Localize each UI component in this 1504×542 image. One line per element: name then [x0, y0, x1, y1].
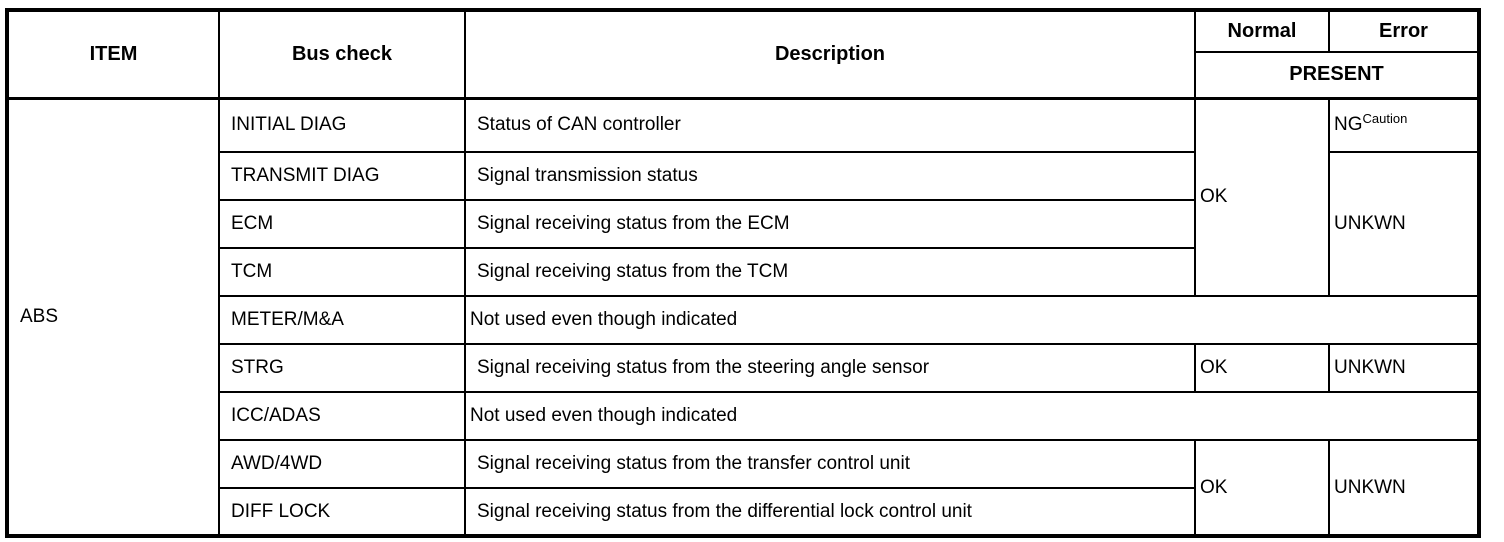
description-cell: Status of CAN controller	[464, 97, 1196, 153]
header-bus-check: Bus check	[218, 9, 466, 100]
table-row-transmit-diag: TRANSMIT DIAG Signal transmission status…	[7, 151, 1480, 297]
header-description: Description	[464, 9, 1196, 100]
header-row-present: PRESENT	[7, 51, 1480, 100]
bus-check-cell: AWD/4WD	[218, 439, 466, 489]
bus-check-cell: METER/M&A	[218, 295, 466, 345]
error-status-cell: NGCaution	[1328, 97, 1480, 153]
bus-check-cell: INITIAL DIAG	[218, 97, 466, 153]
table-row-awd-4wd: AWD/4WD Signal receiving status from the…	[7, 439, 1480, 537]
normal-status-cell: OK	[1194, 97, 1330, 297]
can-bus-check-table: ITEM Bus check Description Normal Error …	[5, 8, 1481, 538]
ng-status-text: NG	[1334, 114, 1363, 136]
caution-superscript: Caution	[1362, 111, 1408, 127]
error-status-cell: UNKWN	[1328, 151, 1480, 297]
table-row-ecm: ECM Signal receiving status from the ECM	[7, 199, 1479, 249]
table-row-diff-lock: DIFF LOCK Signal receiving status from t…	[7, 487, 1479, 537]
bus-check-cell: STRG	[218, 343, 466, 393]
bus-check-cell: TRANSMIT DIAG	[218, 151, 466, 201]
item-abs-cell: ABS	[6, 97, 220, 537]
error-status-cell: UNKWN	[1328, 343, 1480, 393]
bus-check-cell: ECM	[218, 199, 466, 249]
description-cell: Signal receiving status from the transfe…	[464, 439, 1196, 489]
description-cell: Signal receiving status from the TCM	[464, 247, 1196, 297]
header-normal: Normal	[1194, 9, 1330, 53]
header-present: PRESENT	[1194, 51, 1480, 100]
description-cell: Signal transmission status	[464, 151, 1196, 201]
bus-check-cell: ICC/ADAS	[218, 391, 466, 441]
header-row-top: ITEM Bus check Description Normal Error	[6, 9, 1480, 100]
error-status-cell: UNKWN	[1328, 439, 1480, 537]
bus-check-cell: TCM	[218, 247, 466, 297]
normal-status-cell: OK	[1194, 343, 1330, 393]
not-used-cell: Not used even though indicated	[464, 295, 1480, 345]
description-cell: Signal receiving status from the differe…	[464, 487, 1196, 537]
normal-status-cell: OK	[1194, 439, 1330, 537]
not-used-cell: Not used even though indicated	[464, 391, 1480, 441]
table-row-strg: STRG Signal receiving status from the st…	[7, 343, 1480, 393]
description-cell: Signal receiving status from the steerin…	[464, 343, 1196, 393]
table-row-icc-adas: ICC/ADAS Not used even though indicated	[7, 391, 1480, 441]
table-row-meter: METER/M&A Not used even though indicated	[7, 295, 1480, 345]
header-error: Error	[1328, 9, 1480, 53]
bus-check-cell: DIFF LOCK	[218, 487, 466, 537]
table-row-tcm: TCM Signal receiving status from the TCM	[7, 247, 1479, 297]
description-cell: Signal receiving status from the ECM	[464, 199, 1196, 249]
header-item: ITEM	[6, 9, 220, 100]
table-row-initial-diag: ABS INITIAL DIAG Status of CAN controlle…	[6, 97, 1480, 537]
